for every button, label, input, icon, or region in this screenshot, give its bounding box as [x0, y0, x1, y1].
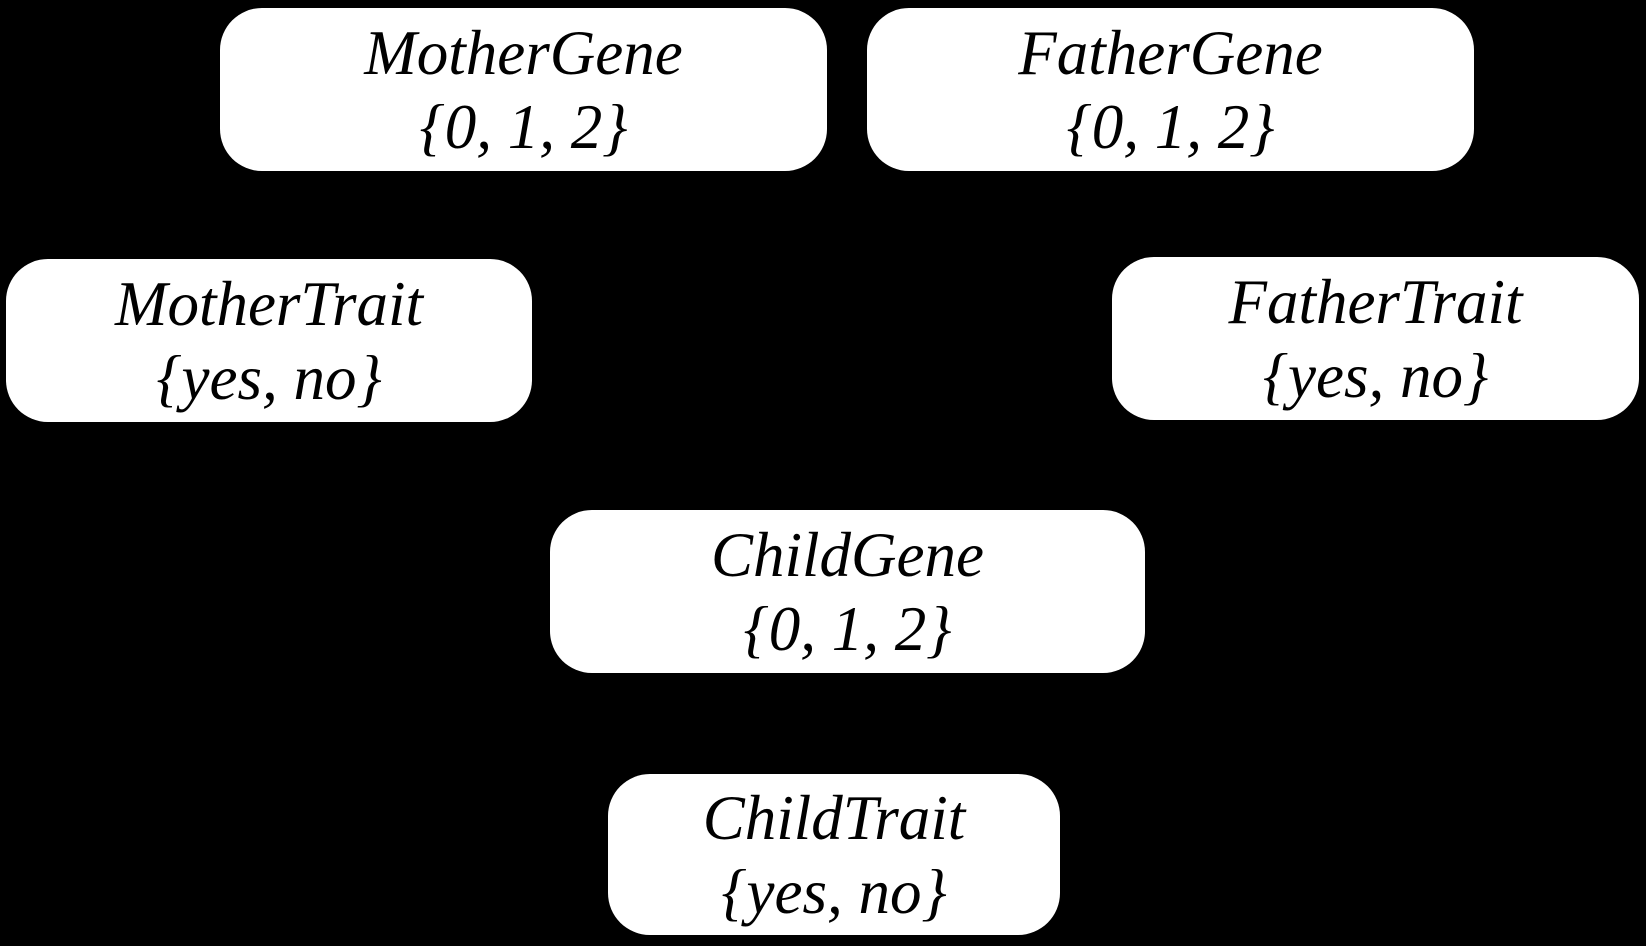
node-father-gene: FatherGene {0, 1, 2}	[867, 8, 1474, 171]
node-child-trait: ChildTrait {yes, no}	[608, 774, 1060, 935]
node-mother-gene: MotherGene {0, 1, 2}	[220, 8, 827, 171]
node-domain-set: {yes, no}	[1262, 340, 1489, 411]
node-title: FatherGene	[1018, 17, 1323, 88]
node-child-gene: ChildGene {0, 1, 2}	[550, 510, 1145, 673]
node-domain-set: {yes, no}	[156, 342, 382, 413]
node-mother-trait: MotherTrait {yes, no}	[6, 259, 532, 422]
node-title: FatherTrait	[1228, 266, 1523, 337]
node-domain-set: {0, 1, 2}	[743, 593, 952, 664]
node-title: MotherGene	[364, 17, 683, 88]
node-title: ChildGene	[711, 519, 984, 590]
node-father-trait: FatherTrait {yes, no}	[1112, 257, 1639, 420]
node-domain-set: {0, 1, 2}	[1066, 91, 1275, 162]
node-domain-set: {0, 1, 2}	[419, 91, 628, 162]
node-title: ChildTrait	[702, 782, 966, 853]
node-title: MotherTrait	[114, 268, 424, 339]
node-domain-set: {yes, no}	[721, 856, 947, 927]
